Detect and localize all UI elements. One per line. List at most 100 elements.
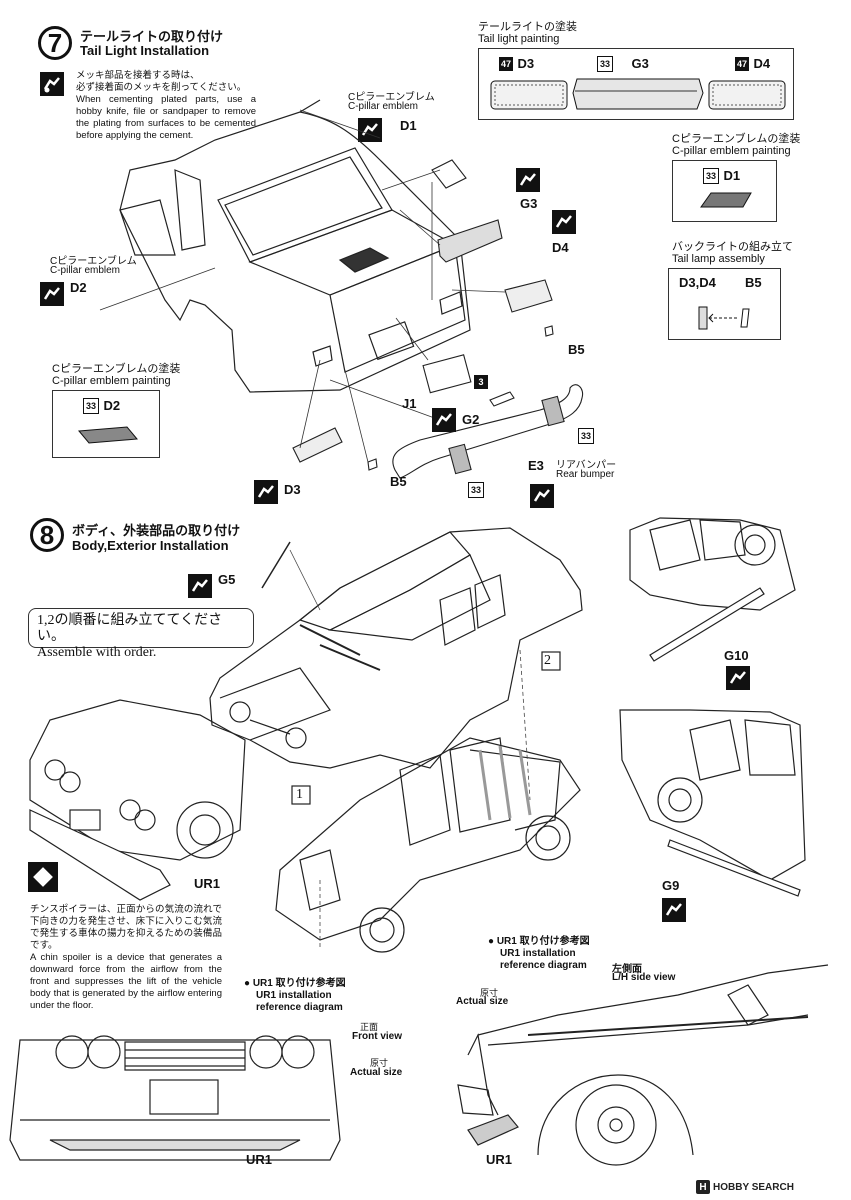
tl-item-1: 47 D3 [499, 55, 534, 73]
chin-note-en: A chin spoiler is a device that generate… [30, 952, 222, 1011]
order-marker-2: 2 [544, 653, 551, 668]
cpillar-paint-right-jp: Cピラーエンブレムの塗装 [672, 133, 801, 145]
part-label: B5 [745, 275, 762, 290]
step-8-car-drawing [29, 517, 806, 953]
ur1-front-view-drawing [9, 1035, 341, 1161]
ur1-side-view-drawing [457, 964, 829, 1166]
side-view-jp: 左側面 [612, 964, 642, 975]
part-label: G3 [631, 56, 649, 71]
part-b5-right: B5 [568, 342, 585, 357]
assemble-jp: 1,2の順番に組み立ててください。 [37, 613, 223, 644]
ref-right-jp: UR1 取り付け参考図 [496, 936, 590, 947]
cement-icon [530, 484, 554, 508]
step-8-number: 8 [30, 518, 64, 552]
cpillar-paint-left-jp: Cピラーエンブレムの塗装 [52, 363, 181, 375]
paint-code: 47 [735, 56, 749, 71]
j1-paint-code: 3 [474, 375, 488, 389]
part-e3: E3 [528, 458, 544, 473]
tail-light-painting-drawing [490, 78, 786, 110]
paint-code: 47 [499, 56, 513, 71]
part-label: D2 [103, 398, 121, 413]
part-d1: D1 [400, 118, 417, 133]
paint-code: 33 [83, 397, 99, 414]
tail-lamp-assembly-en: Tail lamp assembly [672, 253, 765, 265]
cpillar-paint-left-box: 33 D2 [52, 390, 160, 458]
assemble-en: Assemble with order. [37, 645, 157, 660]
part-ur1-side: UR1 [486, 1152, 513, 1167]
actual-size-right-en: Actual size [456, 996, 509, 1007]
tl-item-2: 33 G3 [597, 55, 649, 73]
cpillar-emblem-left-jp: Cピラーエンブレム [50, 256, 137, 267]
step-7-cement-note: メッキ部品を接着する時は、 必ず接着面のメッキを削ってください。 When ce… [76, 70, 256, 142]
hobby-search-logo-icon: H [696, 1180, 710, 1194]
part-g3: G3 [520, 196, 538, 211]
part-j1: J1 [402, 396, 417, 411]
ref-right-en2: reference diagram [500, 960, 587, 971]
cement-icon [432, 408, 456, 432]
ur1-ref-left-title: ● UR1 取り付け参考図 UR1 installation reference… [244, 978, 346, 1013]
part-label: D3,D4 [679, 275, 716, 290]
part-g2: G2 [462, 412, 480, 427]
cement-warning-icon [40, 72, 64, 96]
step-7-title-jp: テールライトの取り付け [80, 29, 224, 44]
e3-paint-code-2: 33 [468, 482, 484, 498]
ref-left-jp: UR1 取り付け参考図 [252, 978, 346, 989]
part-label: D1 [723, 168, 741, 183]
side-view-en: L/H side view [612, 972, 676, 983]
cpillar-paint-left-en: C-pillar emblem painting [52, 375, 171, 387]
cement-icon [552, 210, 576, 234]
actual-size-right-jp: 原寸 [480, 988, 499, 998]
tail-lamp-assembly-jp: バックライトの組み立て [672, 241, 793, 253]
order-marker-1: 1 [296, 787, 303, 802]
note-jp-line1: メッキ部品を接着する時は、 [76, 70, 200, 81]
part-label: D4 [753, 56, 771, 71]
step-7-car-rear-drawing [99, 99, 584, 479]
part-ur1: UR1 [194, 876, 221, 891]
chin-spoiler-note: チンスポイラーは、正面からの気流の流れで下向きの力を発生させ、床下に入りこむ気流… [30, 904, 222, 1012]
note-jp-line2: 必ず接着面のメッキを削ってください。 [76, 82, 247, 93]
part-d4: D4 [552, 240, 569, 255]
cement-icon [516, 168, 540, 192]
cement-icon [726, 666, 750, 690]
part-d3: D3 [284, 482, 301, 497]
cement-icon [188, 574, 212, 598]
tail-light-painting-box: 47 D3 33 G3 47 D4 [478, 48, 794, 120]
rear-bumper-jp: リアバンパー [556, 460, 617, 471]
tail-light-painting-en: Tail light painting [478, 33, 560, 45]
hobby-search-watermark: H HOBBY SEARCH [696, 1180, 794, 1194]
part-ur1-front: UR1 [246, 1152, 273, 1167]
step-7-number: 7 [38, 26, 72, 60]
cement-icon [40, 282, 64, 306]
cement-icon [358, 118, 382, 142]
rear-bumper-en: Rear bumper [556, 469, 615, 480]
part-g10: G10 [724, 648, 749, 663]
tail-lamp-assembly-box: D3,D4 B5 [668, 268, 781, 340]
cpillar-emblem-top-jp: Cピラーエンブレム [348, 92, 435, 103]
diamond-icon [28, 862, 58, 892]
tail-lamp-assembly-drawing [698, 306, 750, 330]
note-en: When cementing plated parts, use a hobby… [76, 94, 256, 141]
front-view-en: Front view [352, 1031, 403, 1042]
cement-icon [662, 898, 686, 922]
step-7-number-text: 7 [47, 27, 63, 58]
part-label: D3 [517, 56, 535, 71]
e3-paint-code: 33 [578, 428, 594, 444]
ref-left-en1: UR1 installation [256, 990, 332, 1001]
tail-light-painting-jp: テールライトの塗装 [478, 21, 577, 33]
part-b5-bottom: B5 [390, 474, 407, 489]
cpillar-emblem-left-en: C-pillar emblem [50, 265, 121, 276]
watermark-text: HOBBY SEARCH [713, 1181, 794, 1193]
part-g5: G5 [218, 572, 236, 587]
cpillar-emblem-d1-drawing [700, 192, 752, 208]
ur1-ref-right-title: ● UR1 取り付け参考図 UR1 installation reference… [488, 936, 590, 971]
chin-note-jp: チンスポイラーは、正面からの気流の流れで下向きの力を発生させ、床下に入りこむ気流… [30, 904, 222, 951]
paint-code: 33 [703, 167, 719, 184]
cpillar-paint-right-en: C-pillar emblem painting [672, 145, 791, 157]
cpillar-paint-left-item: 33 D2 [83, 397, 120, 415]
part-g9: G9 [662, 878, 680, 893]
actual-size-left-en: Actual size [350, 1067, 403, 1078]
actual-size-left-jp: 原寸 [370, 1058, 389, 1068]
cpillar-emblem-d2-drawing [78, 426, 138, 444]
step-8-title-en: Body,Exterior Installation [72, 538, 229, 553]
cpillar-emblem-top-en: C-pillar emblem [348, 101, 419, 112]
